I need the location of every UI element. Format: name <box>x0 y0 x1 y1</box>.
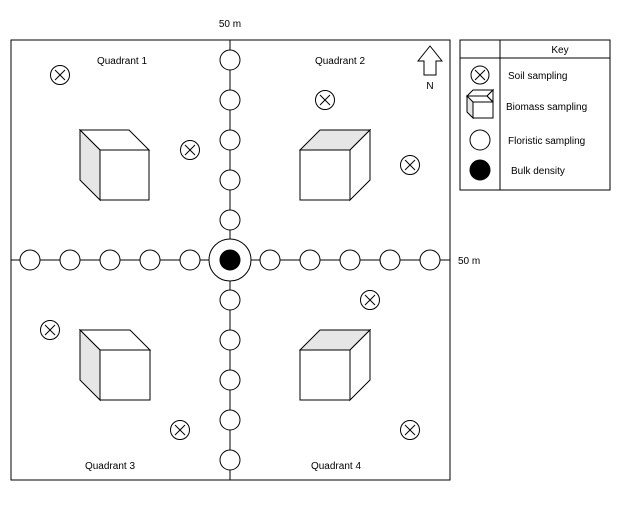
floristic-sampling-icon <box>299 249 321 271</box>
floristic-sampling-icon <box>219 169 241 191</box>
key-item-label: Bulk density <box>511 166 565 177</box>
bulk-density-icon <box>219 249 241 271</box>
soil-sampling-icon <box>40 320 60 340</box>
soil-sampling-icon <box>170 420 190 440</box>
quadrant-3-label: Quadrant 3 <box>85 461 135 472</box>
floristic-sampling-icon <box>19 249 41 271</box>
floristic-sampling-icon <box>339 249 361 271</box>
floristic-sampling-icon <box>219 409 241 431</box>
key-item-label: Floristic sampling <box>508 136 585 147</box>
floristic-sampling-icon <box>139 249 161 271</box>
biomass-sampling-icon <box>298 328 372 402</box>
floristic-sampling-icon <box>379 249 401 271</box>
biomass-sampling-icon <box>298 128 372 202</box>
floristic-sampling-icon <box>179 249 201 271</box>
key-header: Key <box>551 45 568 56</box>
floristic-sampling-icon <box>219 89 241 111</box>
bulk-density-center <box>208 238 252 282</box>
quadrant-1-label: Quadrant 1 <box>97 56 147 67</box>
north-label: N <box>426 81 433 92</box>
floristic-sampling-icon <box>219 129 241 151</box>
floristic-sampling-icon <box>219 209 241 231</box>
floristic-sampling-icon <box>469 129 491 151</box>
floristic-sampling-icon <box>219 289 241 311</box>
floristic-sampling-icon <box>219 49 241 71</box>
floristic-sampling-icon <box>419 249 441 271</box>
soil-sampling-icon <box>315 90 335 110</box>
quadrant-2-label: Quadrant 2 <box>315 56 365 67</box>
north-arrow-icon <box>416 45 444 76</box>
floristic-sampling-icon <box>99 249 121 271</box>
floristic-sampling-icon <box>59 249 81 271</box>
quadrant-4-label: Quadrant 4 <box>311 461 361 472</box>
floristic-sampling-icon <box>259 249 281 271</box>
biomass-sampling-icon <box>78 328 152 402</box>
scale-label-top: 50 m <box>219 19 241 30</box>
key-item-label: Soil sampling <box>508 71 567 82</box>
biomass-sampling-icon <box>78 128 151 202</box>
key-item-label: Biomass sampling <box>506 102 587 113</box>
soil-sampling-icon <box>400 420 420 440</box>
key-panel: Key Soil sampling Biomass sampling Flori… <box>459 39 611 191</box>
biomass-sampling-icon <box>465 88 495 120</box>
soil-sampling-icon <box>50 65 70 85</box>
floristic-sampling-icon <box>219 329 241 351</box>
soil-sampling-icon <box>180 140 200 160</box>
floristic-sampling-icon <box>219 369 241 391</box>
soil-sampling-icon <box>470 65 490 85</box>
soil-sampling-icon <box>360 290 380 310</box>
scale-label-right: 50 m <box>458 256 480 267</box>
floristic-sampling-icon <box>219 449 241 471</box>
soil-sampling-icon <box>400 155 420 175</box>
bulk-density-icon <box>469 159 491 181</box>
